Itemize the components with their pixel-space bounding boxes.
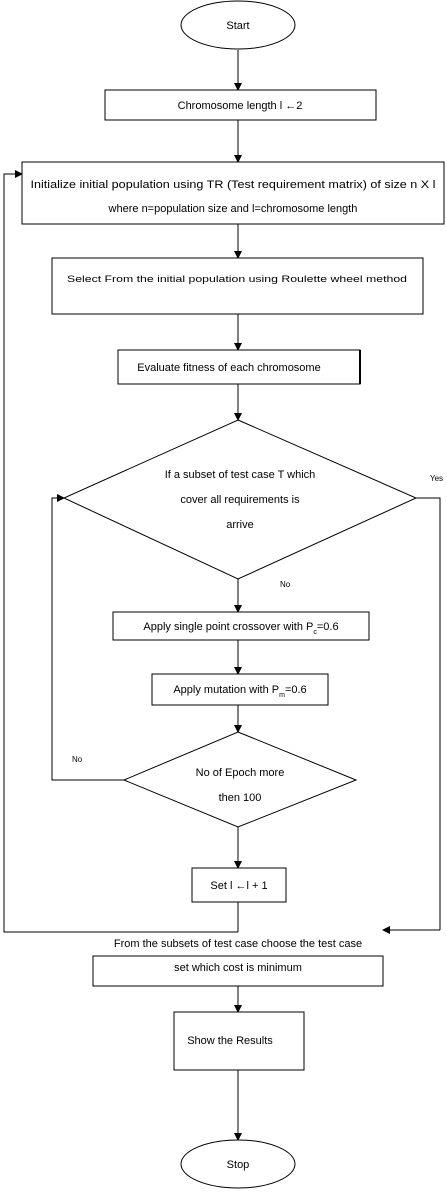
initialize-box	[21, 161, 445, 225]
choose-box	[92, 955, 384, 987]
decision2-label-line2: then 100	[219, 792, 262, 804]
decision2-label-line1: No of Epoch more	[196, 767, 285, 779]
show-results-node: Show the Results	[173, 1011, 305, 1071]
decision1-node: If a subset of test case T which cover a…	[62, 419, 418, 580]
start-label: Start	[226, 20, 249, 32]
crossover-box	[112, 611, 370, 641]
loop-back-to-initialize	[3, 170, 238, 933]
decision1-label-line3: arrive	[226, 519, 254, 531]
stop-ellipse	[180, 1139, 296, 1189]
mutation-box	[151, 673, 329, 706]
chromosome-length-node: Chromosome length l ←2	[104, 89, 377, 121]
loop-back-to-decision1	[51, 494, 124, 781]
start-node: Start	[180, 0, 296, 50]
mutation-label-prefix: Apply mutation with P	[173, 684, 279, 696]
mutation-label-subscript: m	[279, 692, 285, 699]
stop-label: Stop	[227, 1159, 250, 1171]
initialize-label-line2: where n=population size and l=chromosome…	[108, 203, 358, 215]
stop-node: Stop	[180, 1139, 296, 1189]
mutation-label-suffix: =0.6	[285, 684, 307, 696]
crossover-label-prefix: Apply single point crossover with P	[143, 621, 313, 633]
decision2-diamond	[122, 731, 358, 828]
no-label-decision2: No	[72, 755, 83, 764]
decision1-diamond	[62, 419, 418, 580]
set-l-box	[191, 867, 287, 903]
evaluate-label: Evaluate fitness of each chromosome	[137, 362, 320, 374]
decision1-label-line2: cover all requirements is	[180, 494, 300, 506]
evaluate-node: Evaluate fitness of each chromosome	[117, 349, 361, 385]
select-node: Select From the initial population using…	[51, 257, 424, 315]
select-label: Select From the initial population using…	[67, 274, 407, 284]
mutation-node: Apply mutation with Pm=0.6	[151, 673, 329, 706]
crossover-node: Apply single point crossover with Pc=0.6	[112, 611, 370, 641]
no-label-decision1: No	[280, 580, 291, 589]
decision1-label-line1: If a subset of test case T which	[165, 469, 316, 481]
choose-box-top	[92, 955, 384, 987]
choose-label-line1: From the subsets of test case choose the…	[114, 938, 362, 950]
chromosome-length-label: Chromosome length l ←2	[178, 100, 303, 112]
yes-branch-line	[416, 497, 441, 930]
connectors	[3, 50, 441, 1141]
choose-label-line2: set which cost is minimum	[174, 962, 302, 974]
mutation-label: Apply mutation with Pm=0.6	[173, 684, 306, 699]
choose-node: From the subsets of test case choose the…	[92, 938, 384, 987]
crossover-label-suffix: =0.6	[317, 621, 339, 633]
decision2-node: No of Epoch more then 100	[122, 731, 358, 828]
evaluate-box	[117, 349, 361, 385]
crossover-label: Apply single point crossover with Pc=0.6	[143, 621, 338, 636]
start-ellipse	[180, 0, 296, 50]
show-results-box	[173, 1011, 305, 1071]
select-box	[51, 257, 424, 315]
set-l-node: Set l ←l + 1	[191, 867, 287, 903]
chromosome-length-box	[104, 89, 377, 121]
yes-label: Yes	[430, 474, 443, 483]
initialize-label-line1: Initialize initial population using TR (…	[31, 179, 436, 191]
set-l-label: Set l ←l + 1	[210, 880, 267, 892]
crossover-label-subscript: c	[313, 629, 317, 636]
initialize-node: Initialize initial population using TR (…	[21, 161, 445, 225]
show-results-label: Show the Results	[187, 1035, 273, 1047]
